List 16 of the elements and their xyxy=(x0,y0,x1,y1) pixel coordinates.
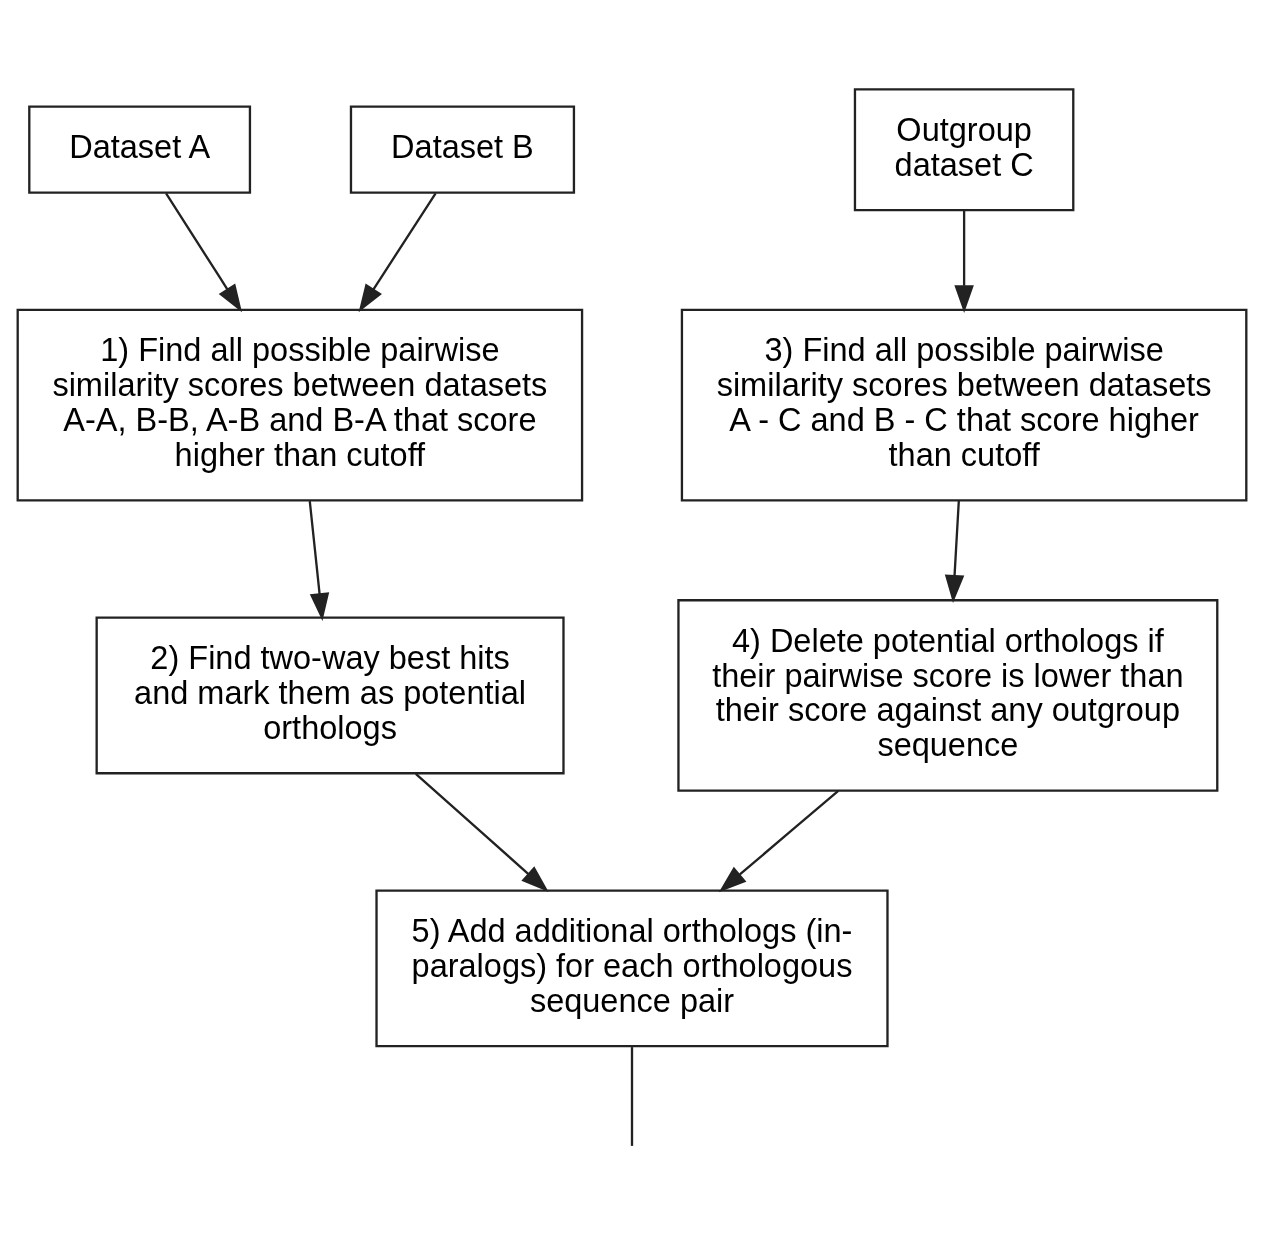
arrow xyxy=(415,773,549,893)
node-box: 2) Find two-way best hits and mark them as potential orthologs xyxy=(95,616,565,775)
arrow xyxy=(944,500,965,603)
arrow xyxy=(718,789,840,893)
arrow xyxy=(165,192,242,313)
connector xyxy=(630,1047,634,1146)
node-box: Dataset B xyxy=(349,105,576,194)
node-box: 3) Find all possible pairwise similarity scores between datasets A - C and B - C that score higher than cutoff xyxy=(680,308,1248,502)
node-box: 1) Find all possible pairwise similarity scores between datasets A-A, B-B, A-B and B-A that score higher than cutoff xyxy=(16,308,584,502)
arrow xyxy=(308,500,330,621)
node-box: 4) Delete potential orthologs if their pairwise score is lower than their score against any outgroup sequence xyxy=(677,599,1219,792)
arrow xyxy=(358,192,437,313)
node-box: 5) Add additional orthologs (in-paralogs) for each orthologous sequence pair xyxy=(375,889,889,1048)
arrow xyxy=(954,210,974,314)
node-box: Outgroup dataset C xyxy=(853,88,1075,212)
node-box: Dataset A xyxy=(28,105,252,194)
